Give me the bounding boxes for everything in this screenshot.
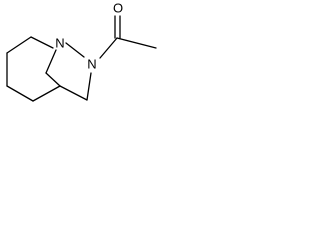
- oxygen-label: O: [113, 1, 123, 16]
- bond-c5-c6: [32, 85, 61, 102]
- bond-n2-carbonyl: [99, 37, 118, 59]
- bond-n1-c2: [30, 36, 54, 49]
- bond-c7-n2: [86, 72, 92, 101]
- nitrogen-1-label: N: [55, 36, 64, 51]
- bond-carbonyl-methyl: [116, 37, 157, 49]
- nitrogen-2-label: N: [87, 57, 96, 72]
- bond-n1-n2: [65, 42, 85, 58]
- bond-bridge-c6: [45, 72, 61, 87]
- bond-c4-c5: [6, 85, 34, 102]
- bond-c2-c3: [6, 36, 32, 54]
- ring-bonds: [6, 36, 92, 102]
- bond-n1-bridge: [45, 49, 57, 74]
- molecule-structure: N N O: [6, 1, 157, 102]
- acetyl-group: [99, 15, 157, 59]
- bond-c6-c7: [59, 85, 88, 101]
